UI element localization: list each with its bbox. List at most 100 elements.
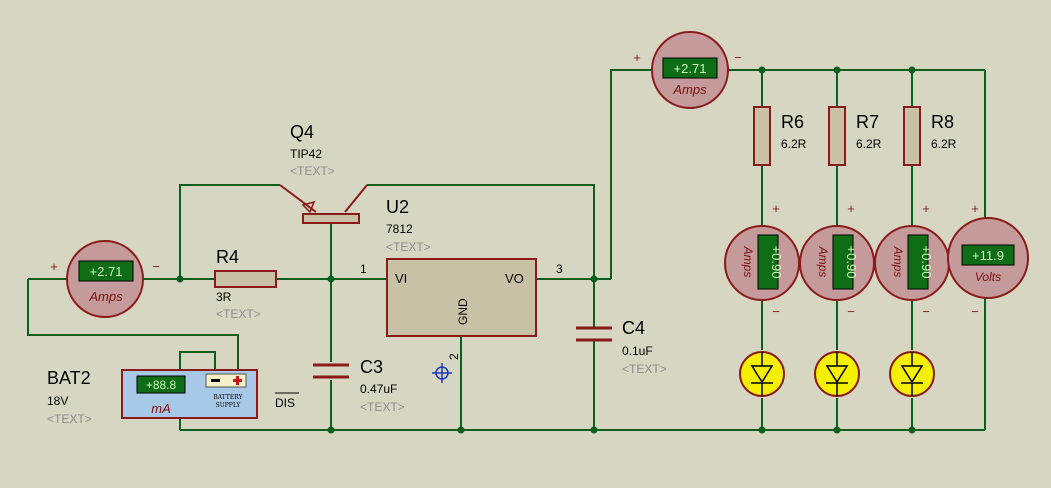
battery-reading: +88.8 (146, 378, 177, 392)
capacitor-c3[interactable]: C3 0.47uF <TEXT> (313, 357, 405, 414)
plus-sign: + (971, 201, 979, 216)
meter-reading: +0.90 (919, 246, 934, 279)
transistor-emitter-lead (279, 184, 317, 213)
pin-number-1: 1 (360, 262, 367, 276)
meter-reading: +11.9 (972, 248, 1004, 263)
minus-sign: − (772, 304, 780, 319)
meter-unit: Volts (975, 270, 1001, 284)
voltmeter[interactable]: +11.9 Volts + − (947, 201, 1029, 319)
junction-dot (833, 66, 841, 74)
battery-display (136, 375, 186, 394)
junction-dot (590, 426, 598, 434)
component-value: TIP42 (290, 147, 322, 161)
pin-label-vo: VO (505, 271, 524, 286)
wire (367, 184, 595, 279)
junction-dot (176, 275, 184, 283)
minus-sign: − (971, 304, 979, 319)
output-ammeter[interactable]: +2.71 Amps + − (633, 31, 742, 109)
component-ref: R8 (931, 112, 954, 132)
meter-unit: Amps (891, 246, 905, 278)
resistor-r8[interactable]: R8 6.2R (903, 106, 957, 166)
battery-bat2[interactable]: +88.8 mA BATTERY SUPPLY BAT2 18V <TEXT> … (47, 368, 299, 426)
component-value: 7812 (386, 222, 413, 236)
input-ammeter[interactable]: +2.71 Amps + − (50, 240, 160, 318)
meter-unit: Amps (741, 246, 755, 278)
component-ref: U2 (386, 197, 409, 217)
component-ref: C4 (622, 318, 645, 338)
capacitor-c4[interactable]: C4 0.1uF <TEXT> (576, 318, 667, 376)
pin-label-gnd: GND (456, 298, 470, 325)
minus-sign: − (847, 304, 855, 319)
wire (179, 184, 280, 279)
plus-sign: + (50, 259, 58, 274)
component-value: 6.2R (781, 137, 807, 151)
junction-dot (908, 66, 916, 74)
component-value: 0.1uF (622, 344, 653, 358)
wire (27, 279, 239, 372)
plus-terminal-icon (233, 376, 242, 385)
meter-display (78, 260, 134, 282)
led-3[interactable] (889, 351, 935, 397)
branch2-ammeter[interactable]: +0.90 Amps + − (799, 201, 875, 319)
component-value: 6.2R (856, 137, 882, 151)
component-value: 18V (47, 394, 68, 408)
plus-sign: + (772, 201, 780, 216)
led-1[interactable] (739, 351, 785, 397)
branch1-ammeter[interactable]: +0.90 Amps + − (724, 201, 800, 319)
junction-dot (457, 426, 465, 434)
plus-sign: + (847, 201, 855, 216)
resistor-r7[interactable]: R7 6.2R (828, 106, 882, 166)
meter-reading: +2.71 (674, 61, 707, 76)
component-text: <TEXT> (622, 362, 667, 376)
junction-dot (327, 275, 335, 283)
dis-label[interactable]: DIS (275, 396, 295, 410)
junction-dot (908, 426, 916, 434)
transistor-arrow (301, 200, 316, 214)
component-text: <TEXT> (290, 164, 335, 178)
meter-display (757, 234, 779, 290)
meter-reading: +0.90 (769, 246, 784, 279)
transistor-collector-lead (344, 184, 368, 213)
wire (610, 69, 652, 279)
junctions (176, 66, 916, 434)
battery-label-bottom: SUPPLY (216, 402, 242, 409)
meter-reading: +2.71 (90, 264, 123, 279)
resistor-r4[interactable]: R4 3R <TEXT> (214, 247, 277, 321)
led-2[interactable] (814, 351, 860, 397)
junction-dot (327, 426, 335, 434)
minus-sign: − (152, 259, 160, 274)
resistor-body (214, 270, 277, 288)
component-ref: Q4 (290, 122, 314, 142)
plus-sign: + (922, 201, 930, 216)
meter-reading: +0.90 (844, 246, 859, 279)
component-ref: R4 (216, 247, 239, 267)
transistor-q4[interactable]: Q4 TIP42 <TEXT> (279, 122, 368, 224)
meter-unit: Amps (816, 246, 830, 278)
resistor-body (903, 106, 921, 166)
wires (27, 69, 986, 431)
junction-dot (758, 66, 766, 74)
component-text: <TEXT> (386, 240, 431, 254)
minus-terminal-icon (211, 379, 220, 382)
resistor-body (753, 106, 771, 166)
meter-unit: Amps (672, 82, 707, 97)
component-ref: BAT2 (47, 368, 91, 388)
component-ref: R7 (856, 112, 879, 132)
transistor-base-plate (302, 213, 360, 224)
meter-unit: Amps (88, 289, 123, 304)
meter-display (961, 244, 1015, 266)
junction-dot (590, 275, 598, 283)
pin-label-vi: VI (395, 271, 407, 286)
junction-dot (833, 426, 841, 434)
component-text: <TEXT> (216, 307, 261, 321)
regulator-body (386, 258, 537, 337)
component-text: <TEXT> (47, 412, 92, 426)
meter-display (907, 234, 929, 290)
resistor-r6[interactable]: R6 6.2R (753, 106, 807, 166)
regulator-u2[interactable]: U2 7812 <TEXT> VI VO GND 1 3 2 (360, 197, 563, 360)
resistor-body (828, 106, 846, 166)
meter-display (662, 57, 718, 79)
branch3-ammeter[interactable]: +0.90 Amps + − (874, 201, 950, 319)
junction-dot (758, 426, 766, 434)
